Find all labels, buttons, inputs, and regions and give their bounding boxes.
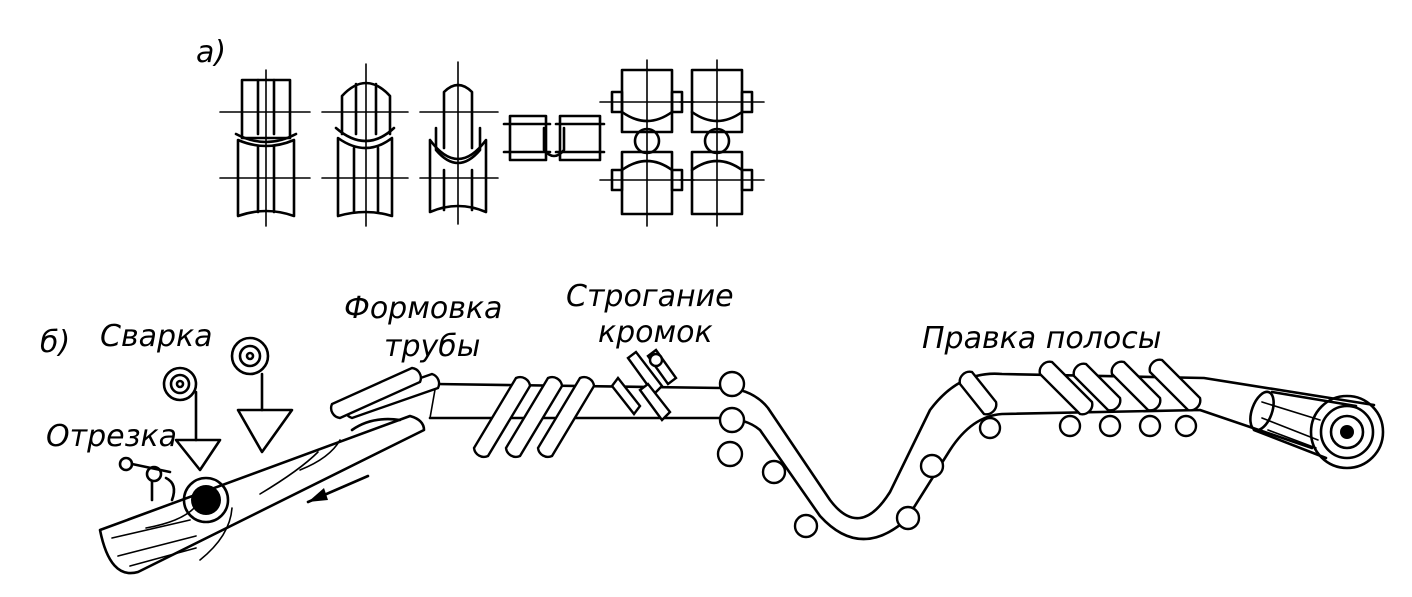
forming-stand-5 bbox=[599, 59, 695, 227]
forming-label-line2: трубы bbox=[384, 329, 480, 364]
cutting-label: Отрезка bbox=[46, 419, 177, 454]
welding-unit bbox=[162, 336, 294, 524]
welding-label: Сварка bbox=[100, 319, 213, 354]
forming-stand-6 bbox=[679, 59, 765, 227]
straightening-rolls bbox=[958, 358, 1202, 440]
forming-stand-3 bbox=[419, 61, 499, 225]
cut-off-unit bbox=[118, 456, 176, 502]
edge-planing-tools bbox=[610, 348, 678, 422]
forming-stand-1 bbox=[219, 69, 311, 227]
forming-stand-2 bbox=[321, 63, 409, 227]
motion-arrow bbox=[306, 474, 370, 504]
straightening-label: Правка полосы bbox=[922, 321, 1161, 356]
formed-pipe bbox=[98, 414, 426, 575]
planing-label-line1: Строгание bbox=[566, 279, 734, 314]
forming-label-line1: Формовка bbox=[344, 291, 502, 326]
loop-rolls bbox=[716, 370, 945, 539]
part-b-label: б) bbox=[40, 325, 70, 360]
forming-stand-4 bbox=[502, 114, 606, 162]
strip-coil bbox=[1249, 390, 1385, 470]
part-a-label: а) bbox=[196, 35, 226, 70]
planing-label-line2: кромок bbox=[598, 315, 713, 350]
forming-rolls bbox=[329, 366, 596, 459]
